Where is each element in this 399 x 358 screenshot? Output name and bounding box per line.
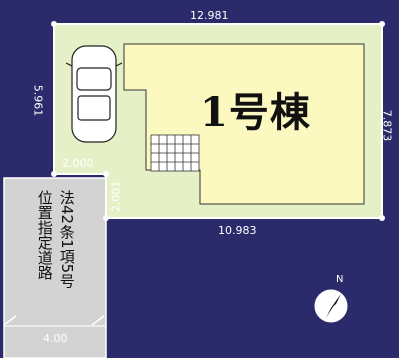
porch-steps <box>150 134 200 172</box>
building-label: 1号棟 <box>200 89 311 136</box>
left-dimension: 5.961 <box>31 84 45 117</box>
road-edge-tick-right <box>91 315 105 326</box>
road-edge-tick-left <box>3 315 17 326</box>
car-icon <box>65 45 123 143</box>
road-label-line1: 法42条1項5号 <box>57 190 76 289</box>
notch-height-dimension: 2.001 <box>109 180 123 213</box>
road-area <box>3 177 107 358</box>
bottom-dimension: 10.983 <box>218 224 257 237</box>
top-dimension: 12.981 <box>190 9 229 22</box>
road-label-line2: 位置指定道路 <box>35 190 54 280</box>
north-arrow-icon <box>314 289 348 323</box>
right-dimension: 7.873 <box>380 109 394 142</box>
corner-markers <box>51 21 385 221</box>
notch-width-dimension: 2.000 <box>62 157 94 170</box>
north-label: N <box>336 274 344 285</box>
road-width-dimension: 4.00 <box>43 332 68 345</box>
road-label: 法42条1項5号 位置指定道路 <box>34 190 82 310</box>
